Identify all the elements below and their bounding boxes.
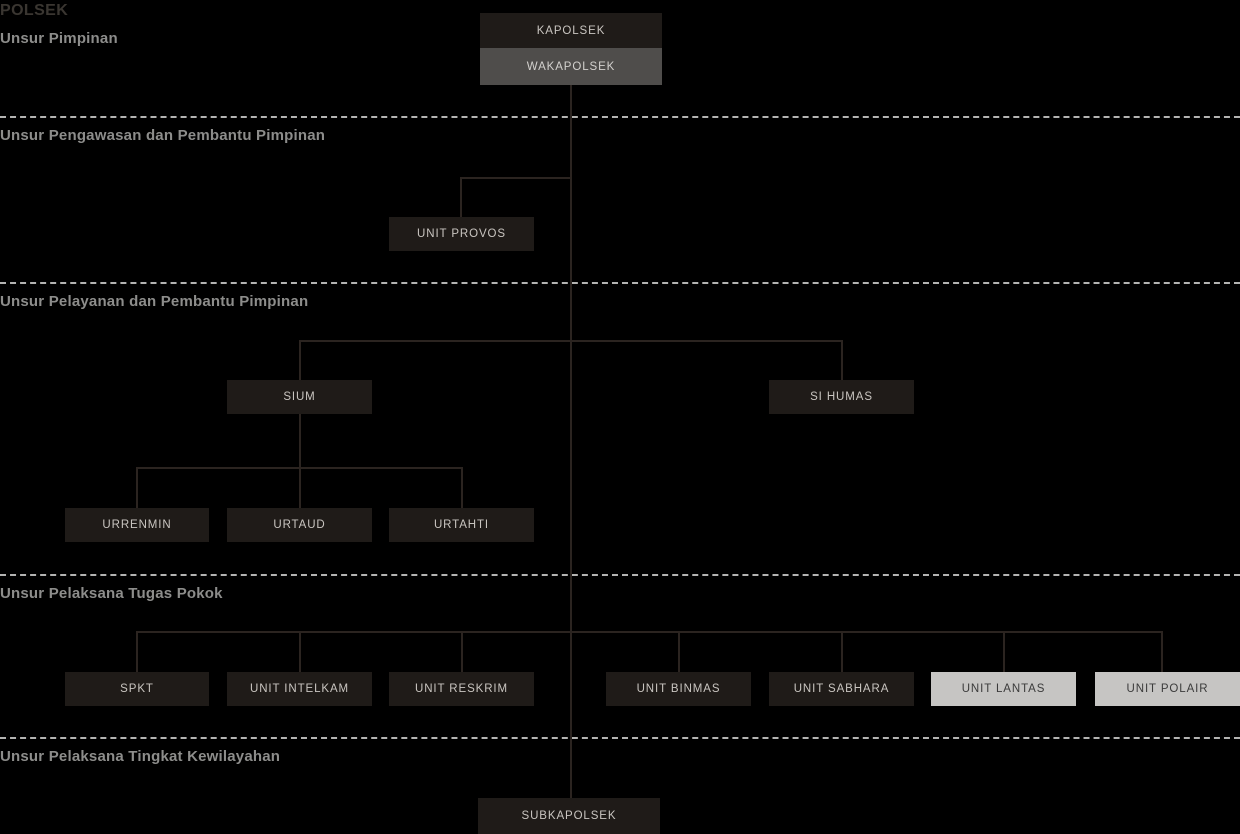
connector-unit-polair-vertical: [1161, 631, 1163, 672]
node-unit-provos[interactable]: UNIT PROVOS: [389, 217, 534, 251]
node-unit-sabhara-label: UNIT SABHARA: [793, 683, 890, 695]
chart-title: POLSEK: [0, 2, 69, 19]
node-unit-provos-label: UNIT PROVOS: [417, 228, 506, 240]
connector-si-humas-vertical: [841, 340, 843, 380]
node-urtaud-label: URTAUD: [273, 519, 326, 531]
band-label-unsur-pelaksana-tugas-pokok: Unsur Pelaksana Tugas Pokok: [0, 585, 223, 602]
connector-spkt-vertical: [136, 631, 138, 672]
node-subkapolsek[interactable]: SUBKAPOLSEK: [478, 798, 660, 834]
connector-tugas-pokok-horizontal: [136, 631, 1162, 633]
connector-unit-sabhara-vertical: [841, 631, 843, 672]
node-unit-reskrim[interactable]: UNIT RESKRIM: [389, 672, 534, 706]
connector-provos-horizontal: [460, 177, 572, 179]
node-wakapolsek[interactable]: WAKAPOLSEK: [480, 48, 662, 85]
connector-unit-lantas-vertical: [1003, 631, 1005, 672]
node-unit-polair[interactable]: UNIT POLAIR: [1095, 672, 1240, 706]
band-label-unsur-pengawasan: Unsur Pengawasan dan Pembantu Pimpinan: [0, 127, 326, 144]
connector-unit-intelkam-vertical: [299, 631, 301, 672]
node-sium-label: SIUM: [283, 391, 316, 403]
node-unit-reskrim-label: UNIT RESKRIM: [414, 683, 508, 695]
node-spkt[interactable]: SPKT: [65, 672, 209, 706]
node-wakapolsek-label: WAKAPOLSEK: [526, 60, 616, 73]
band-label-unsur-pelayanan: Unsur Pelayanan dan Pembantu Pimpinan: [0, 293, 309, 310]
node-unit-binmas-label: UNIT BINMAS: [636, 683, 721, 695]
node-unit-intelkam[interactable]: UNIT INTELKAM: [227, 672, 372, 706]
node-unit-intelkam-label: UNIT INTELKAM: [249, 683, 350, 695]
node-kapolsek[interactable]: KAPOLSEK: [480, 13, 662, 48]
node-urrenmin[interactable]: URRENMIN: [65, 508, 209, 542]
band-label-unsur-pimpinan: Unsur Pimpinan: [0, 30, 118, 47]
node-unit-sabhara[interactable]: UNIT SABHARA: [769, 672, 914, 706]
node-urtahti-label: URTAHTI: [433, 519, 490, 531]
connector-urtaud-vertical: [299, 467, 301, 508]
connector-sium-vertical: [299, 340, 301, 380]
node-unit-binmas[interactable]: UNIT BINMAS: [606, 672, 751, 706]
band-label-unsur-pelaksana-kewilayahan: Unsur Pelaksana Tingkat Kewilayahan: [0, 748, 281, 765]
trunk-line-main: [570, 85, 572, 798]
connector-pelayanan-horizontal: [299, 340, 843, 342]
node-si-humas[interactable]: SI HUMAS: [769, 380, 914, 414]
connector-sium-drop: [299, 414, 301, 467]
node-si-humas-label: SI HUMAS: [810, 391, 873, 403]
connector-unit-reskrim-vertical: [461, 631, 463, 672]
connector-urrenmin-vertical: [136, 467, 138, 508]
connector-unit-binmas-vertical: [678, 631, 680, 672]
node-urrenmin-label: URRENMIN: [102, 519, 172, 531]
node-kapolsek-label: KAPOLSEK: [536, 24, 606, 37]
connector-provos-vertical: [460, 177, 462, 217]
section-divider-4: [0, 737, 1240, 739]
node-subkapolsek-label: SUBKAPOLSEK: [521, 810, 617, 822]
node-spkt-label: SPKT: [120, 683, 154, 695]
section-divider-3: [0, 574, 1240, 576]
section-divider-1: [0, 116, 1240, 118]
node-urtahti[interactable]: URTAHTI: [389, 508, 534, 542]
connector-urtahti-vertical: [461, 467, 463, 508]
node-unit-lantas-label: UNIT LANTAS: [961, 683, 1046, 695]
node-urtaud[interactable]: URTAUD: [227, 508, 372, 542]
section-divider-2: [0, 282, 1240, 284]
node-sium[interactable]: SIUM: [227, 380, 372, 414]
node-unit-lantas[interactable]: UNIT LANTAS: [931, 672, 1076, 706]
node-unit-polair-label: UNIT POLAIR: [1126, 683, 1209, 695]
